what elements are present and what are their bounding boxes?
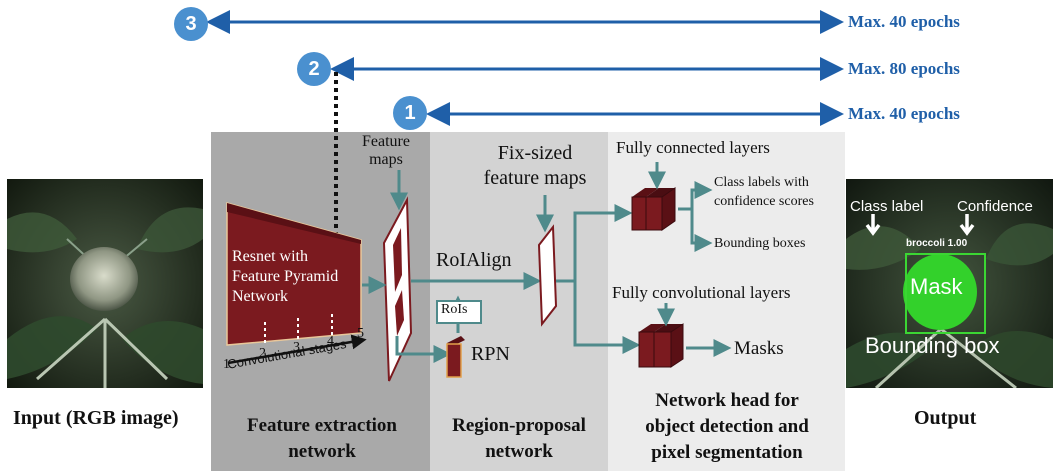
fconv-layers-label: Fully convolutional layers	[612, 283, 791, 302]
tick-5: 5	[357, 326, 364, 341]
stage-1-badge: 1	[393, 96, 427, 130]
fix-sized-map-shape	[537, 224, 558, 327]
rpn-label: RPN	[471, 343, 510, 365]
backbone-top-edge	[227, 203, 361, 244]
masks-label: Masks	[734, 338, 784, 359]
segmentation-mask	[903, 254, 977, 330]
fconv-layers-block	[638, 323, 684, 368]
tick-4: 4	[327, 334, 334, 349]
fc-layers-block	[631, 187, 676, 231]
stage-2-badge: 2	[297, 52, 331, 86]
input-image	[7, 179, 203, 388]
rpn-block	[446, 343, 462, 378]
fix-sized-label: Fix-sized feature maps	[483, 142, 587, 189]
class-label-text: Class label	[850, 198, 924, 215]
tick-1: 1	[223, 357, 230, 372]
output-image	[846, 179, 1053, 388]
stage-3-badge: 3	[174, 7, 208, 41]
feature-extraction-title: Feature extraction network	[246, 415, 397, 462]
detection-tag: broccoli 1.00	[906, 238, 968, 249]
region-proposal-title: Region-proposal network	[452, 415, 586, 462]
rois-label: RoIs	[441, 302, 468, 317]
tick-3: 3	[293, 340, 300, 355]
conv-stages-axis	[227, 334, 367, 365]
bounding-box-rect	[905, 253, 986, 334]
bounding-box-text: Bounding box	[865, 333, 1000, 358]
backbone-label: Resnet with Feature Pyramid Network	[232, 248, 339, 305]
output-caption: Output	[914, 407, 977, 429]
feature-maps-shape	[382, 196, 413, 382]
stage-3-label: Max. 40 epochs	[848, 12, 960, 31]
class-labels-label: Class labels with confidence scores	[714, 175, 814, 209]
mask-text: Mask	[910, 274, 963, 299]
bounding-boxes-label: Bounding boxes	[714, 236, 806, 251]
roialign-label: RoIAlign	[436, 249, 512, 271]
tick-2: 2	[259, 346, 266, 361]
stage-2-label: Max. 80 epochs	[848, 59, 960, 78]
network-head-title: Network head for object detection and pi…	[645, 390, 809, 463]
input-caption: Input (RGB image)	[13, 407, 179, 429]
stage-1-label: Max. 40 epochs	[848, 104, 960, 123]
rois-box	[436, 300, 482, 324]
fc-layers-label: Fully connected layers	[616, 138, 770, 157]
confidence-text: Confidence	[957, 198, 1033, 215]
feature-maps-label: Feature maps	[362, 133, 410, 168]
